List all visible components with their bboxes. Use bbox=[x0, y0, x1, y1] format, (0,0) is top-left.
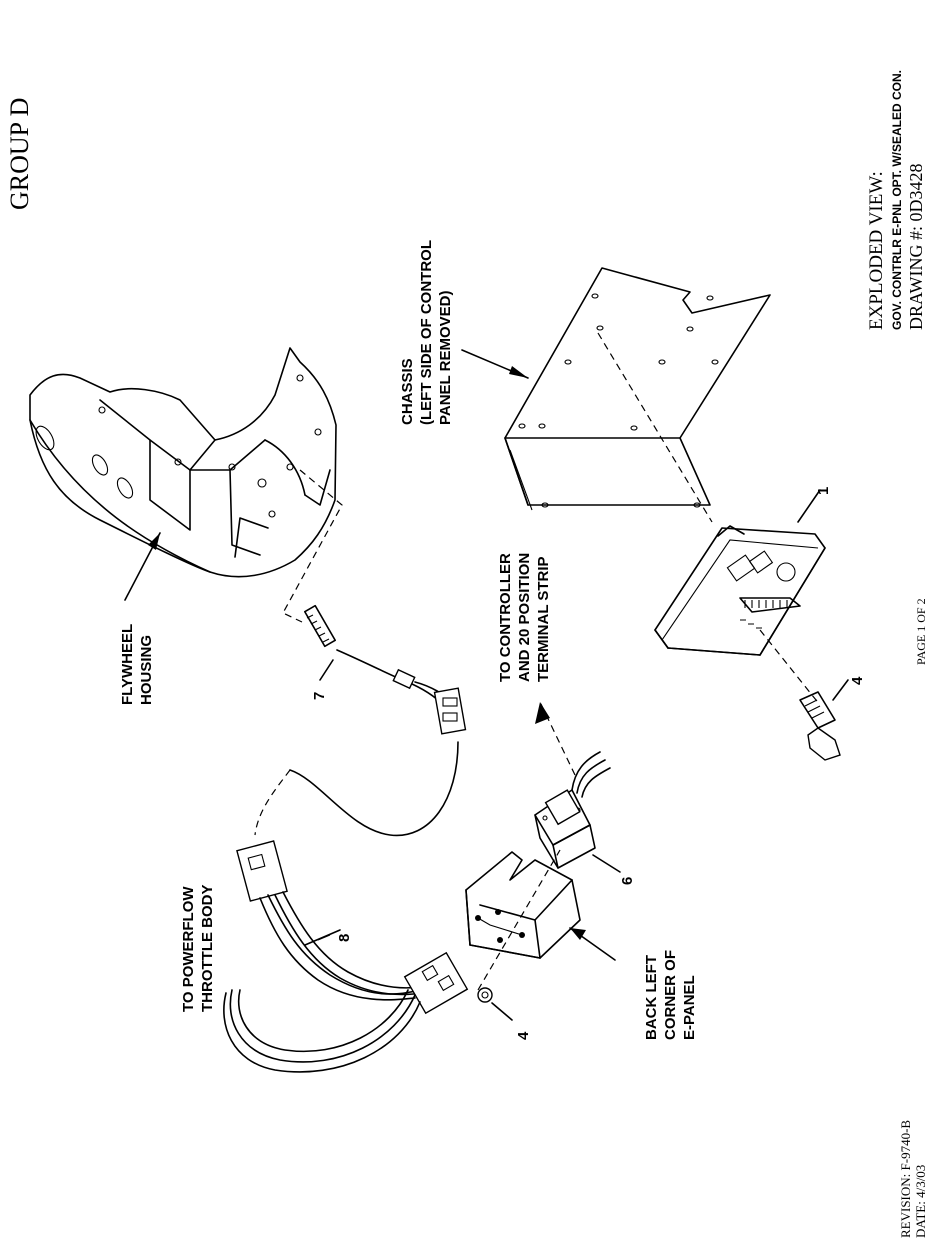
wire-harness bbox=[224, 841, 467, 1072]
dashed-guide-screw-controller bbox=[760, 630, 820, 705]
cable-dashed-break bbox=[255, 770, 290, 835]
page-number: PAGE 1 OF 2 bbox=[914, 598, 928, 665]
leader-part-4-epanel bbox=[492, 1003, 512, 1020]
label-line: TO CONTROLLER bbox=[497, 553, 514, 682]
speed-sensor bbox=[305, 606, 466, 734]
group-label: GROUP D bbox=[5, 98, 34, 210]
label-to-throttle-body: TO POWERFLOW THROTTLE BODY bbox=[180, 885, 216, 1013]
label-chassis: CHASSIS (LEFT SIDE OF CONTROL PANEL REMO… bbox=[399, 240, 454, 425]
label-line: E-PANEL bbox=[681, 975, 698, 1040]
leader-part-4-controller bbox=[833, 680, 848, 700]
dashed-guide-chassis bbox=[598, 333, 712, 522]
part-number-8: 8 bbox=[336, 934, 353, 942]
label-line: THROTTLE BODY bbox=[199, 885, 216, 1013]
governor-controller bbox=[655, 526, 825, 655]
e-panel-corner bbox=[466, 852, 580, 958]
label-line: CORNER OF bbox=[662, 950, 679, 1040]
title-description: GOV. CONTRLR E-PNL OPT. W/SEALED CON. bbox=[890, 70, 904, 330]
label-line: FLYWHEEL bbox=[119, 624, 136, 705]
title-view: EXPLODED VIEW: bbox=[866, 171, 887, 330]
leader-arrowhead bbox=[509, 366, 528, 378]
screw-controller bbox=[800, 692, 840, 760]
leader-part-6 bbox=[593, 855, 620, 872]
screw-epanel bbox=[478, 988, 492, 1002]
label-line: HOUSING bbox=[138, 635, 155, 705]
sensor-cable bbox=[290, 742, 458, 835]
leader-part-1 bbox=[798, 490, 820, 522]
part-number-4-controller: 4 bbox=[849, 676, 866, 685]
label-line: AND 20 POSITION bbox=[516, 553, 533, 682]
label-to-controller: TO CONTROLLER AND 20 POSITION TERMINAL S… bbox=[497, 553, 552, 682]
label-line: CHASSIS bbox=[399, 358, 416, 425]
label-flywheel-housing: FLYWHEEL HOUSING bbox=[119, 624, 155, 705]
label-line: BACK LEFT bbox=[643, 955, 660, 1040]
leader-part-7 bbox=[320, 660, 333, 680]
dashed-guide-sensor bbox=[283, 470, 342, 622]
title-block: EXPLODED VIEW: GOV. CONTRLR E-PNL OPT. W… bbox=[866, 70, 926, 330]
part-number-6: 6 bbox=[619, 877, 636, 885]
label-line: PANEL REMOVED) bbox=[437, 291, 454, 425]
flywheel-housing bbox=[30, 348, 336, 577]
label-line: (LEFT SIDE OF CONTROL bbox=[418, 240, 435, 425]
revision-number: REVISION: F-9740-B bbox=[898, 1120, 913, 1238]
to-controller-arrowhead bbox=[535, 702, 550, 724]
part-number-4-epanel: 4 bbox=[515, 1031, 532, 1040]
label-epanel: BACK LEFT CORNER OF E-PANEL bbox=[643, 950, 698, 1040]
title-drawing-number: DRAWING #: 0D3428 bbox=[906, 163, 926, 330]
chassis bbox=[505, 268, 770, 510]
label-line: TERMINAL STRIP bbox=[535, 556, 552, 682]
part-number-7: 7 bbox=[311, 692, 328, 700]
dashed-guide-epanel bbox=[478, 850, 560, 990]
revision-block: REVISION: F-9740-B DATE: 4/3/03 bbox=[898, 1120, 928, 1238]
revision-date: DATE: 4/3/03 bbox=[913, 1165, 928, 1238]
label-line: TO POWERFLOW bbox=[180, 886, 197, 1012]
